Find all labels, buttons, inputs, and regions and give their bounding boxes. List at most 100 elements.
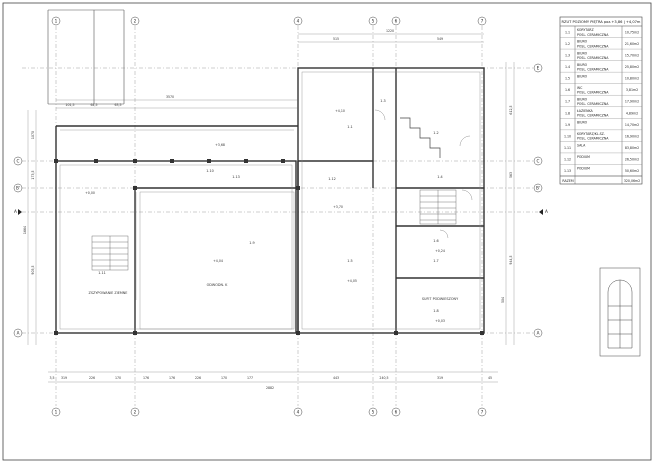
stair-left bbox=[91, 235, 129, 271]
legend-room-name: PODIUM bbox=[577, 155, 590, 159]
dimension-texts: 3570 101,5 64,5 63,5 1220 515 549 2882 3… bbox=[23, 29, 513, 390]
bubble-text: C bbox=[17, 159, 20, 164]
legend-room-area: 50,60m2 bbox=[625, 169, 639, 173]
bubble-text: B' bbox=[536, 186, 540, 191]
dim-right-part: 563 bbox=[509, 172, 513, 178]
bubble-left-B: B' bbox=[13, 183, 23, 193]
legend-room-no: 1.10 bbox=[564, 134, 571, 138]
bubble-text: A bbox=[537, 331, 540, 336]
legend-room-name: BIURO bbox=[577, 51, 588, 55]
stair-right bbox=[419, 189, 457, 225]
bubble-text: 5 bbox=[372, 410, 375, 415]
legend-room-no: 1.12 bbox=[564, 157, 571, 161]
legend-room-area: 10,75m2 bbox=[625, 31, 639, 35]
dim-bottom-part: 177 bbox=[247, 376, 253, 380]
room-label: 1.13 bbox=[232, 175, 240, 179]
legend-room-sub: POSL. CERAMICZNA bbox=[577, 91, 609, 95]
bubble-right-E: E bbox=[533, 63, 543, 73]
columns bbox=[54, 159, 484, 335]
room-label: 1.8 bbox=[433, 309, 438, 313]
sheet-frame bbox=[2, 2, 652, 461]
legend-room-area: 83,80m2 bbox=[625, 146, 639, 150]
legend-room-area: 10,80m2 bbox=[625, 77, 639, 81]
dim-bottom-part: 170 bbox=[221, 376, 227, 380]
dim-top-right-part: 515 bbox=[333, 37, 339, 41]
legend-room-area: 16,90m2 bbox=[625, 134, 639, 138]
bubble-text: B' bbox=[16, 186, 20, 191]
level-mark: +0,03 bbox=[435, 319, 445, 323]
bubble-text: 4 bbox=[297, 410, 300, 415]
legend-room-name: SALA bbox=[577, 144, 586, 148]
legend-room-name: ŁAZIENKA bbox=[576, 109, 594, 113]
legend-room-name: KORYTARZ/KL.SZ. bbox=[577, 132, 605, 136]
legend-room-area: 26,50m2 bbox=[625, 157, 639, 161]
bubble-top-1: 1 bbox=[51, 16, 61, 26]
room-label: 1.11 bbox=[98, 271, 106, 275]
bubble-text: A bbox=[17, 331, 20, 336]
room-label: 1.2 bbox=[433, 131, 438, 135]
bubble-right-A: A bbox=[533, 328, 543, 338]
level-mark: +4,04 bbox=[213, 259, 223, 263]
dim-bottom-part: 443 bbox=[333, 376, 339, 380]
legend-room-name: BIURO bbox=[577, 40, 588, 44]
vertical-grid bbox=[55, 26, 483, 406]
room-label: 1.5 bbox=[347, 259, 352, 263]
dimension-lines bbox=[27, 33, 515, 383]
dim-left-total: 1664 bbox=[23, 226, 27, 234]
level-mark: +0,00 bbox=[85, 191, 95, 195]
dim-right-part: 944,5 bbox=[509, 255, 513, 264]
legend-total-label: RAZEM bbox=[562, 179, 573, 183]
dim-left-part: 903,5 bbox=[31, 265, 35, 274]
room-label: 1.12 bbox=[328, 177, 336, 181]
legend-frame bbox=[559, 16, 643, 185]
room-label: 1.1 bbox=[347, 125, 352, 129]
legend-room-area: 3,81m2 bbox=[626, 88, 638, 92]
legend-room-name: BIURO bbox=[577, 97, 588, 101]
upper-outline bbox=[47, 9, 125, 105]
level-mark: +3,70 bbox=[333, 205, 343, 209]
room-label: 1.9 bbox=[249, 241, 254, 245]
dim-top-right-part: 549 bbox=[437, 37, 443, 41]
level-mark: +4,05 bbox=[347, 279, 357, 283]
bubble-text: 2 bbox=[134, 410, 137, 415]
dim-top-right-total: 1220 bbox=[386, 29, 394, 33]
bubble-top-4: 4 bbox=[293, 16, 303, 26]
legend-room-sub: POSL. CERAMICZNA bbox=[577, 56, 609, 60]
legend-room-area: 4,89m2 bbox=[626, 111, 638, 115]
legend-room-no: 1.6 bbox=[565, 88, 570, 92]
dim-bottom-part: 319 bbox=[61, 376, 67, 380]
bubble-bot-7: 7 bbox=[477, 407, 487, 417]
room-label: 1.10 bbox=[206, 169, 214, 173]
legend-room-no: 1.11 bbox=[564, 146, 571, 150]
level-mark: +4,10 bbox=[335, 109, 345, 113]
dim-top-part: 64,5 bbox=[90, 103, 97, 107]
room-label: 1.3 bbox=[380, 99, 385, 103]
bubble-text: 1 bbox=[55, 19, 58, 24]
bubble-bot-4: 4 bbox=[293, 407, 303, 417]
bubble-text: 1 bbox=[55, 410, 58, 415]
dim-bottom-part: 226 bbox=[195, 376, 201, 380]
room-note: SUFIT PODWIESZONY bbox=[422, 297, 459, 301]
bubble-left-C: C bbox=[13, 156, 23, 166]
bubble-text: 4 bbox=[297, 19, 300, 24]
room-note: ZSZYPOWANIE ZIEMNE bbox=[89, 291, 128, 295]
legend-room-name: KORYTARZ bbox=[577, 28, 594, 32]
legend-room-name: WC bbox=[577, 86, 583, 90]
door-detail-frame bbox=[599, 267, 641, 357]
legend-room-sub: POSL. CERAMICZNA bbox=[577, 67, 609, 71]
dim-left-part: 1070 bbox=[31, 131, 35, 139]
bubble-text: E bbox=[537, 66, 540, 71]
legend-room-area: 21,60m2 bbox=[625, 42, 639, 46]
legend-room-no: 1.1 bbox=[565, 31, 570, 35]
bubble-top-2: 2 bbox=[130, 16, 140, 26]
door-detail bbox=[599, 267, 641, 357]
legend-room-sub: POSL. CERAMICZNA bbox=[577, 44, 609, 48]
bubble-bot-2: 2 bbox=[130, 407, 140, 417]
dim-top-part: 101,5 bbox=[65, 103, 74, 107]
legend-room-name: PODIUM bbox=[577, 167, 590, 171]
legend-room-sub: POSL. CERAMICZNA bbox=[577, 114, 609, 118]
legend-room-no: 1.9 bbox=[565, 123, 570, 127]
